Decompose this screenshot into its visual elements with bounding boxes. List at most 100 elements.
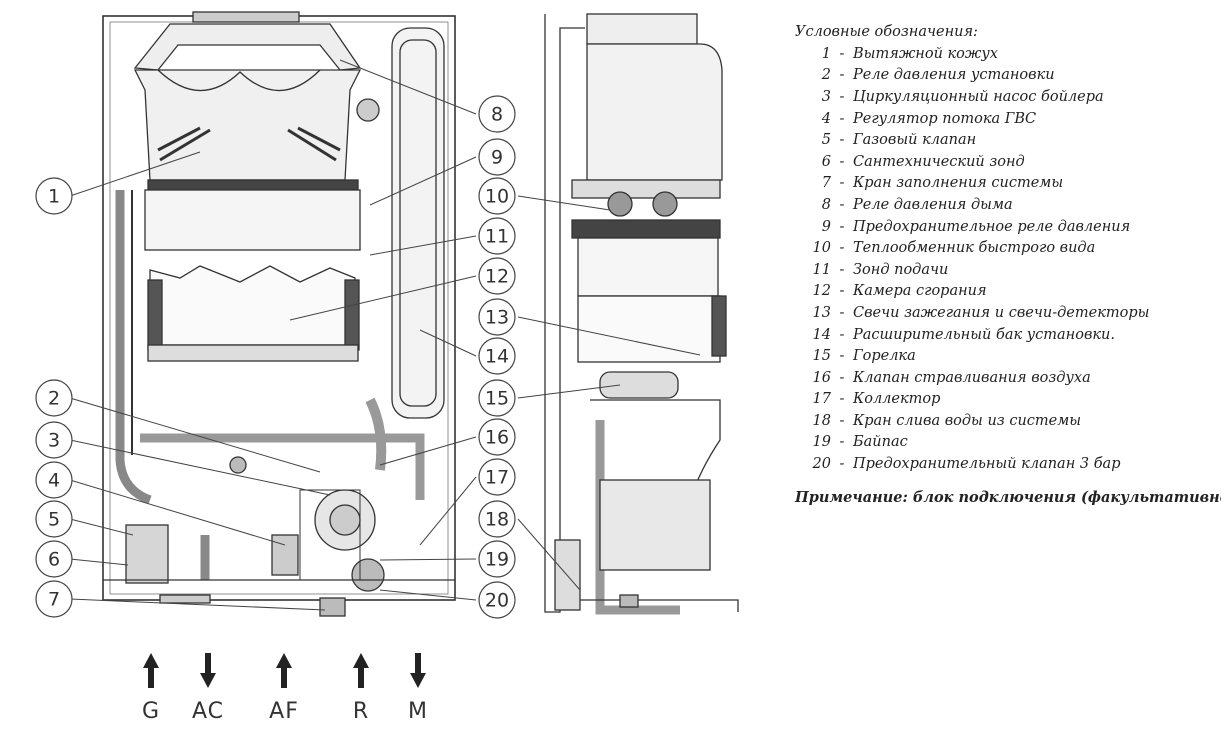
legend-item-number: 14 xyxy=(812,326,831,343)
legend-dash: - xyxy=(839,456,845,473)
callout-number: 16 xyxy=(485,427,509,449)
legend-item-label: Клапан стравливания воздуха xyxy=(853,369,1091,386)
legend-dash: - xyxy=(839,175,845,192)
front-view xyxy=(102,11,456,617)
callout-number: 18 xyxy=(485,509,509,531)
callout-2: 2 xyxy=(35,379,73,417)
legend-item: 5-Газовый клапан xyxy=(795,129,1215,151)
legend-dash: - xyxy=(839,261,845,278)
legend-item-label: Газовый клапан xyxy=(853,132,977,149)
legend-dash: - xyxy=(839,88,845,105)
heat-exchanger-side xyxy=(577,237,719,297)
legend-item-number: 7 xyxy=(821,175,831,192)
legend-item-label: Кран заполнения системы xyxy=(853,175,1064,192)
callout-number: 15 xyxy=(485,388,509,410)
legend-item-label: Вытяжной кожух xyxy=(853,45,998,62)
connection-r: R xyxy=(353,653,369,724)
legend-item-number: 9 xyxy=(821,218,831,235)
expansion-tank xyxy=(391,27,445,419)
legend-dash: - xyxy=(839,412,845,429)
legend-item-number: 4 xyxy=(821,110,831,127)
legend-item-number: 2 xyxy=(821,67,831,84)
callout-16: 16 xyxy=(478,418,516,456)
legend-item-label: Байпас xyxy=(853,434,908,451)
legend-item: 2-Реле давления установки xyxy=(795,65,1215,87)
connection-label: AC xyxy=(192,699,224,724)
callout-number: 14 xyxy=(485,346,509,368)
callout-number: 8 xyxy=(491,104,503,126)
legend-item: 4-Регулятор потока ГВС xyxy=(795,108,1215,130)
legend-item: 3-Циркуляционный насос бойлера xyxy=(795,86,1215,108)
callout-number: 5 xyxy=(48,509,60,531)
legend-item-label: Кран слива воды из системы xyxy=(853,412,1082,429)
callout-number: 7 xyxy=(48,589,60,611)
legend-dash: - xyxy=(839,283,845,300)
callout-1: 1 xyxy=(35,177,73,215)
legend-dash: - xyxy=(839,132,845,149)
arrow-down-icon xyxy=(200,653,216,688)
legend-item: 10-Теплообменник быстрого вида xyxy=(795,237,1215,259)
legend-item: 12-Камера сгорания xyxy=(795,281,1215,303)
connection-labels: G AC AF R M xyxy=(142,653,428,724)
callout-10: 10 xyxy=(478,177,516,215)
legend-item-number: 1 xyxy=(821,45,831,62)
callout-number: 10 xyxy=(485,186,509,208)
legend-item: 14-Расширительный бак установки. xyxy=(795,324,1215,346)
legend-item: 7-Кран заполнения системы xyxy=(795,173,1215,195)
legend-item: 1-Вытяжной кожух xyxy=(795,43,1215,65)
arrow-up-icon xyxy=(276,653,292,688)
callout-number: 13 xyxy=(485,307,509,329)
callout-17: 17 xyxy=(478,458,516,496)
callout-13: 13 xyxy=(478,298,516,336)
callout-number: 1 xyxy=(48,186,60,208)
callout-number: 6 xyxy=(48,549,60,571)
callout-number: 9 xyxy=(491,147,503,169)
callout-11: 11 xyxy=(478,217,516,255)
legend-item-label: Свечи зажегания и свечи-детекторы xyxy=(853,304,1150,321)
legend-item: 19-Байпас xyxy=(795,432,1215,454)
legend-item: 9-Предохранительное реле давления xyxy=(795,216,1215,238)
callout-14: 14 xyxy=(478,337,516,375)
leader-lines xyxy=(69,59,701,611)
connection-g: G xyxy=(142,653,159,724)
arrow-up-icon xyxy=(353,653,369,688)
arrow-down-icon xyxy=(410,653,426,688)
connection-label: M xyxy=(408,699,428,724)
legend-item-number: 16 xyxy=(812,369,831,386)
pressure-switch xyxy=(356,98,380,122)
arrow-up-icon xyxy=(143,653,159,688)
legend-item-number: 18 xyxy=(812,412,831,429)
gas-valve xyxy=(125,524,169,584)
legend-dash: - xyxy=(839,434,845,451)
legend-item-label: Регулятор потока ГВС xyxy=(853,110,1037,127)
legend-item-label: Сантехнический зонд xyxy=(853,153,1025,170)
legend-item-number: 12 xyxy=(812,283,831,300)
callout-9: 9 xyxy=(478,138,516,176)
burner xyxy=(599,371,679,399)
legend-dash: - xyxy=(839,391,845,408)
legend-item-label: Циркуляционный насос бойлера xyxy=(853,88,1104,105)
legend-item-number: 8 xyxy=(821,196,831,213)
callout-number: 2 xyxy=(48,388,60,410)
legend-dash: - xyxy=(839,153,845,170)
legend-item-number: 17 xyxy=(812,391,831,408)
callout-15: 15 xyxy=(478,379,516,417)
connection-ac: AC xyxy=(192,653,224,724)
legend-dash: - xyxy=(839,196,845,213)
legend-item: 16-Клапан стравливания воздуха xyxy=(795,367,1215,389)
legend-item-label: Теплообменник быстрого вида xyxy=(853,240,1096,257)
combustion-chamber xyxy=(149,265,356,346)
legend-item-label: Коллектор xyxy=(853,391,941,408)
callout-number: 3 xyxy=(48,430,60,452)
legend-item-label: Реле давления установки xyxy=(853,67,1055,84)
callout-number: 17 xyxy=(485,467,509,489)
legend-dash: - xyxy=(839,369,845,386)
callout-number: 20 xyxy=(485,590,509,612)
callout-19: 19 xyxy=(478,540,516,578)
callout-7: 7 xyxy=(35,580,73,618)
legend-item: 11-Зонд подачи xyxy=(795,259,1215,281)
connection-label: R xyxy=(353,699,369,724)
connection-af: AF xyxy=(269,653,298,724)
